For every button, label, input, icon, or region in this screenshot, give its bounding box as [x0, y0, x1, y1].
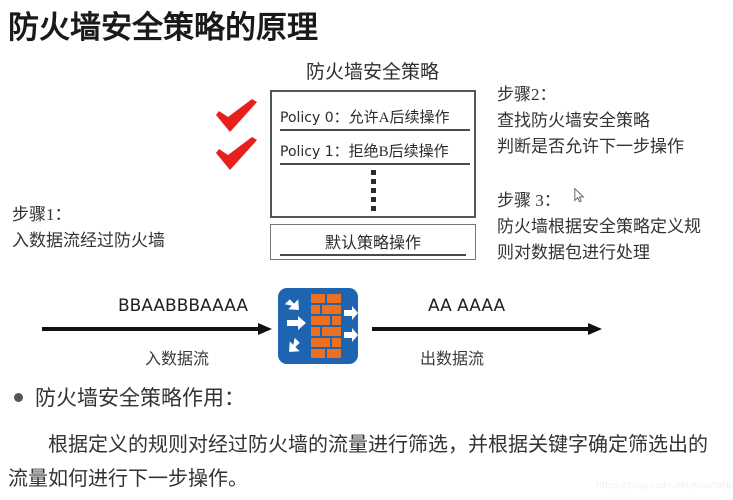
policy-row-action: 拒绝B后续操作 [348, 144, 449, 160]
policy-row-action: 允许A后续操作 [348, 110, 450, 126]
firewall-brick-icon [278, 288, 358, 364]
step-1-line: 入数据流经过防火墙 [12, 231, 165, 250]
policy-panel-heading: 防火墙安全策略 [305, 62, 439, 83]
step-3-line: 防火墙根据安全策略定义规 [497, 217, 701, 236]
policy-row[interactable]: Policy 1：拒绝B后续操作 [280, 140, 470, 165]
ingress-arrow-icon [42, 323, 272, 335]
ingress-stream-data: BBAABBBAAAA [118, 296, 248, 316]
policy-row-name: Policy 1 [280, 144, 334, 160]
egress-stream-data: AA AAAA [428, 296, 506, 316]
bullet-heading-row: 防火墙安全策略作用： [14, 382, 245, 412]
egress-arrow-icon [372, 323, 602, 335]
default-policy-label: 默认策略操作 [280, 229, 466, 256]
step-2-line: 判断是否允许下一步操作 [497, 137, 684, 156]
policy-row-separator: ： [333, 142, 349, 160]
mouse-pointer-icon [574, 188, 585, 203]
bullet-dot-icon [14, 392, 23, 402]
step-3-text: 步骤 3： 防火墙根据安全策略定义规 则对数据包进行处理 [497, 188, 701, 266]
bullet-heading-text: 防火墙安全策略作用： [35, 386, 245, 410]
policy-row[interactable]: Policy 0：允许A后续操作 [280, 106, 470, 131]
step-3-line: 则对数据包进行处理 [497, 243, 650, 262]
body-paragraph: 根据定义的规则对经过防火墙的流量进行筛选，并根据关键字确定筛选出的流量如何进行下… [8, 434, 708, 490]
default-policy-box: 默认策略操作 [270, 224, 476, 260]
check-mark-icon [216, 137, 257, 170]
egress-stream-label: 出数据流 [420, 351, 485, 368]
vertical-ellipsis-icon [369, 170, 377, 211]
ingress-stream-label: 入数据流 [145, 351, 210, 368]
page-title: 防火墙安全策略的原理 [8, 10, 318, 46]
step-1-heading: 步骤1： [12, 205, 72, 224]
watermark-text: https://blog.csdn.net/XiaoYaHei [596, 481, 733, 491]
check-mark-icon [216, 99, 257, 132]
step-2-line: 查找防火墙安全策略 [497, 111, 650, 130]
step-2-text: 步骤2： 查找防火墙安全策略 判断是否允许下一步操作 [497, 82, 684, 160]
policy-row-separator: ： [333, 108, 349, 126]
step-2-heading: 步骤2： [497, 85, 557, 104]
policy-row-name: Policy 0 [280, 110, 334, 126]
step-1-text: 步骤1： 入数据流经过防火墙 [12, 202, 165, 254]
policy-list-box: Policy 0：允许A后续操作 Policy 1：拒绝B后续操作 [270, 90, 585, 218]
step-3-heading: 步骤 3： [497, 191, 561, 210]
